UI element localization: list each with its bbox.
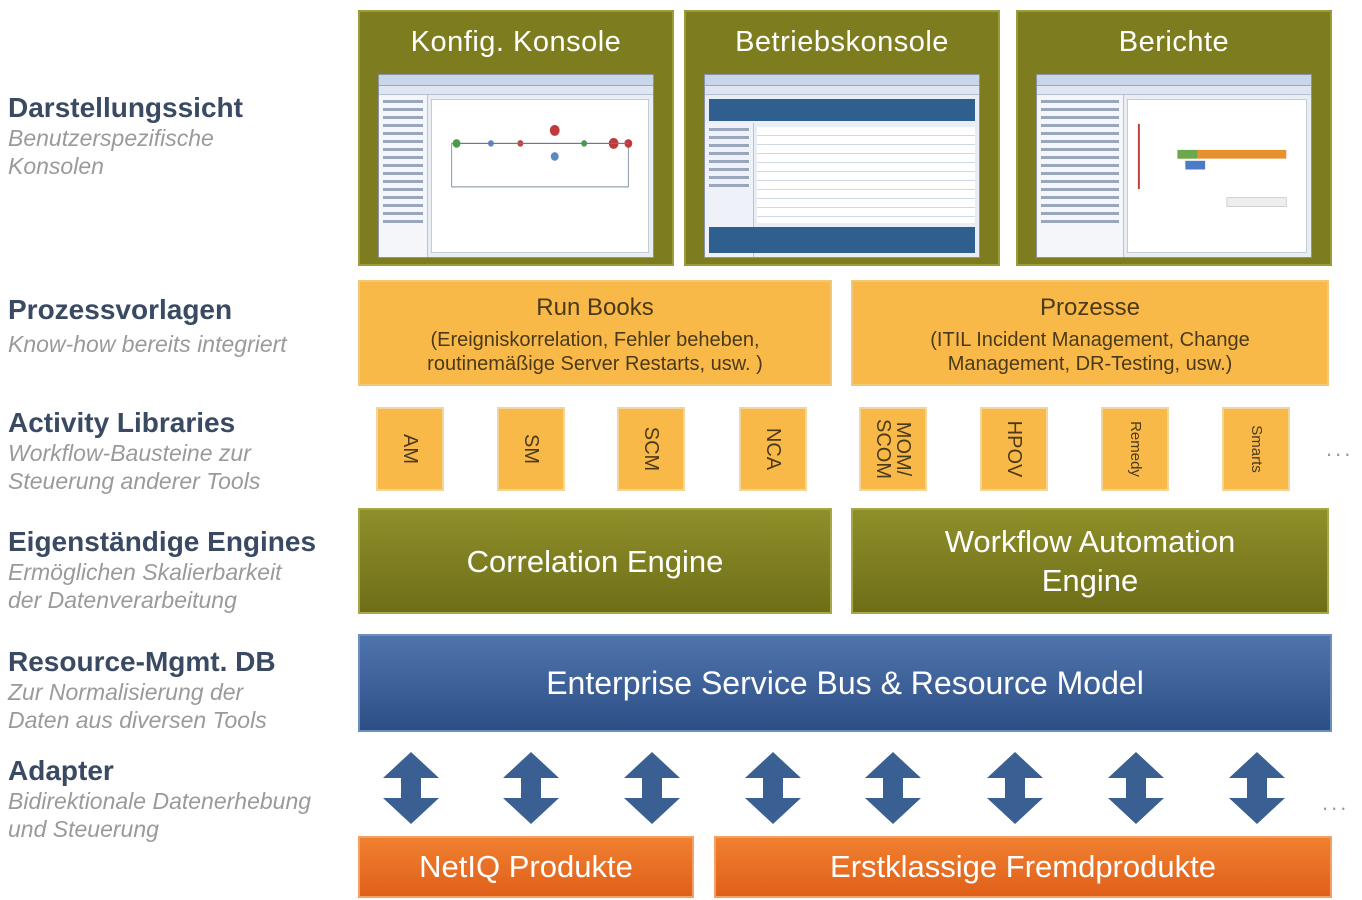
workflow-automation-engine-box: Workflow Automation Engine: [851, 508, 1329, 614]
layer-label-presentation: Darstellungssicht Benutzerspezifische Ko…: [8, 92, 353, 180]
console-reports: Berichte: [1016, 10, 1332, 266]
console-config: Konfig. Konsole: [358, 10, 674, 266]
layer-subtitle-line: Benutzerspezifische: [8, 125, 214, 151]
process-template-desc-line: routinemäßige Server Restarts, usw. ): [427, 353, 763, 375]
layer-subtitle-line: Konsolen: [8, 153, 104, 179]
correlation-engine-box: Correlation Engine: [358, 508, 832, 614]
bidirectional-arrow-icon: [1108, 752, 1164, 824]
layer-title: Adapter: [8, 755, 114, 786]
enterprise-service-bus-box: Enterprise Service Bus & Resource Model: [358, 634, 1332, 732]
bidirectional-arrow-icon: [987, 752, 1043, 824]
esb-label: Enterprise Service Bus & Resource Model: [546, 664, 1144, 701]
layer-subtitle-line: und Steuerung: [8, 816, 159, 842]
process-template-title: Prozesse: [1039, 294, 1141, 321]
console-screenshot: [1036, 74, 1312, 258]
netiq-products-box: NetIQ Produkte: [358, 836, 694, 898]
library-sm: SM: [497, 407, 565, 491]
engine-label-line: Workflow Automation: [944, 524, 1236, 559]
library-label: AM: [399, 434, 421, 464]
library-smarts: Smarts: [1222, 407, 1290, 491]
console-title: Betriebskonsole: [735, 26, 949, 58]
adapters-more-ellipsis: ...: [1322, 790, 1350, 815]
process-template-runbooks: Run Books (Ereigniskorrelation, Fehler b…: [358, 280, 832, 386]
layer-label-engines: Eigenständige Engines Ermöglichen Skalie…: [8, 526, 353, 614]
console-screenshot: [704, 74, 980, 258]
console-operations: Betriebskonsole: [684, 10, 1000, 266]
layer-label-adapter: Adapter Bidirektionale Datenerhebung und…: [8, 755, 353, 843]
console-title: Berichte: [1118, 26, 1230, 58]
library-label: Smarts: [1248, 425, 1265, 473]
product-label: Erstklassige Fremdprodukte: [830, 849, 1216, 884]
layer-title: Eigenständige Engines: [8, 526, 317, 557]
bidirectional-arrow-icon: [865, 752, 921, 824]
layer-subtitle-line: Ermöglichen Skalierbarkeit: [8, 559, 282, 585]
bidirectional-arrow-icon: [383, 752, 439, 824]
library-mom-scom: MOM/ SCOM: [859, 407, 927, 491]
layer-subtitle-line: der Datenverarbeitung: [8, 587, 237, 613]
console-title: Konfig. Konsole: [410, 26, 622, 58]
third-party-products-box: Erstklassige Fremdprodukte: [714, 836, 1332, 898]
library-scm: SCM: [617, 407, 685, 491]
layer-subtitle-line: Workflow-Bausteine zur: [8, 440, 251, 466]
libraries-more-ellipsis: ...: [1326, 436, 1354, 461]
layer-label-process-templates: Prozessvorlagen Know-how bereits integri…: [8, 294, 353, 358]
bidirectional-arrow-icon: [624, 752, 680, 824]
bidirectional-arrow-icon: [503, 752, 559, 824]
layer-subtitle-line: Daten aus diversen Tools: [8, 707, 267, 733]
library-label: SCM: [640, 426, 662, 472]
library-hpov: HPOV: [980, 407, 1048, 491]
engine-label-line: Engine: [1041, 563, 1139, 598]
process-template-desc-line: Management, DR-Testing, usw.): [947, 353, 1233, 375]
process-template-desc-line: (Ereigniskorrelation, Fehler beheben,: [430, 329, 760, 351]
process-template-desc-line: (ITIL Incident Management, Change: [930, 329, 1250, 351]
product-label: NetIQ Produkte: [419, 849, 633, 884]
console-screenshot: [378, 74, 654, 258]
library-label: NCA: [762, 427, 784, 471]
layer-title: Prozessvorlagen: [8, 294, 233, 325]
layer-label-activity-libraries: Activity Libraries Workflow-Bausteine zu…: [8, 407, 353, 495]
process-template-title: Run Books: [536, 294, 654, 321]
library-label: MOM/ SCOM: [872, 419, 914, 479]
library-am: AM: [376, 407, 444, 491]
bidirectional-arrow-icon: [1229, 752, 1285, 824]
library-nca: NCA: [739, 407, 807, 491]
layer-subtitle-line: Steuerung anderer Tools: [8, 468, 261, 494]
engine-label-line: Correlation Engine: [466, 543, 724, 579]
layer-title: Activity Libraries: [8, 407, 236, 438]
library-label: SM: [520, 434, 542, 464]
library-label: Remedy: [1127, 421, 1144, 477]
layer-title: Darstellungssicht: [8, 92, 243, 123]
layer-label-resource-db: Resource-Mgmt. DB Zur Normalisierung der…: [8, 646, 353, 734]
layer-title: Resource-Mgmt. DB: [8, 646, 276, 677]
library-label: HPOV: [1003, 420, 1025, 478]
layer-subtitle-line: Zur Normalisierung der: [8, 679, 244, 705]
library-remedy: Remedy: [1101, 407, 1169, 491]
layer-subtitle-line: Bidirektionale Datenerhebung: [8, 788, 312, 814]
process-template-processes: Prozesse (ITIL Incident Management, Chan…: [851, 280, 1329, 386]
bidirectional-arrow-icon: [745, 752, 801, 824]
layer-subtitle-line: Know-how bereits integriert: [8, 331, 287, 357]
